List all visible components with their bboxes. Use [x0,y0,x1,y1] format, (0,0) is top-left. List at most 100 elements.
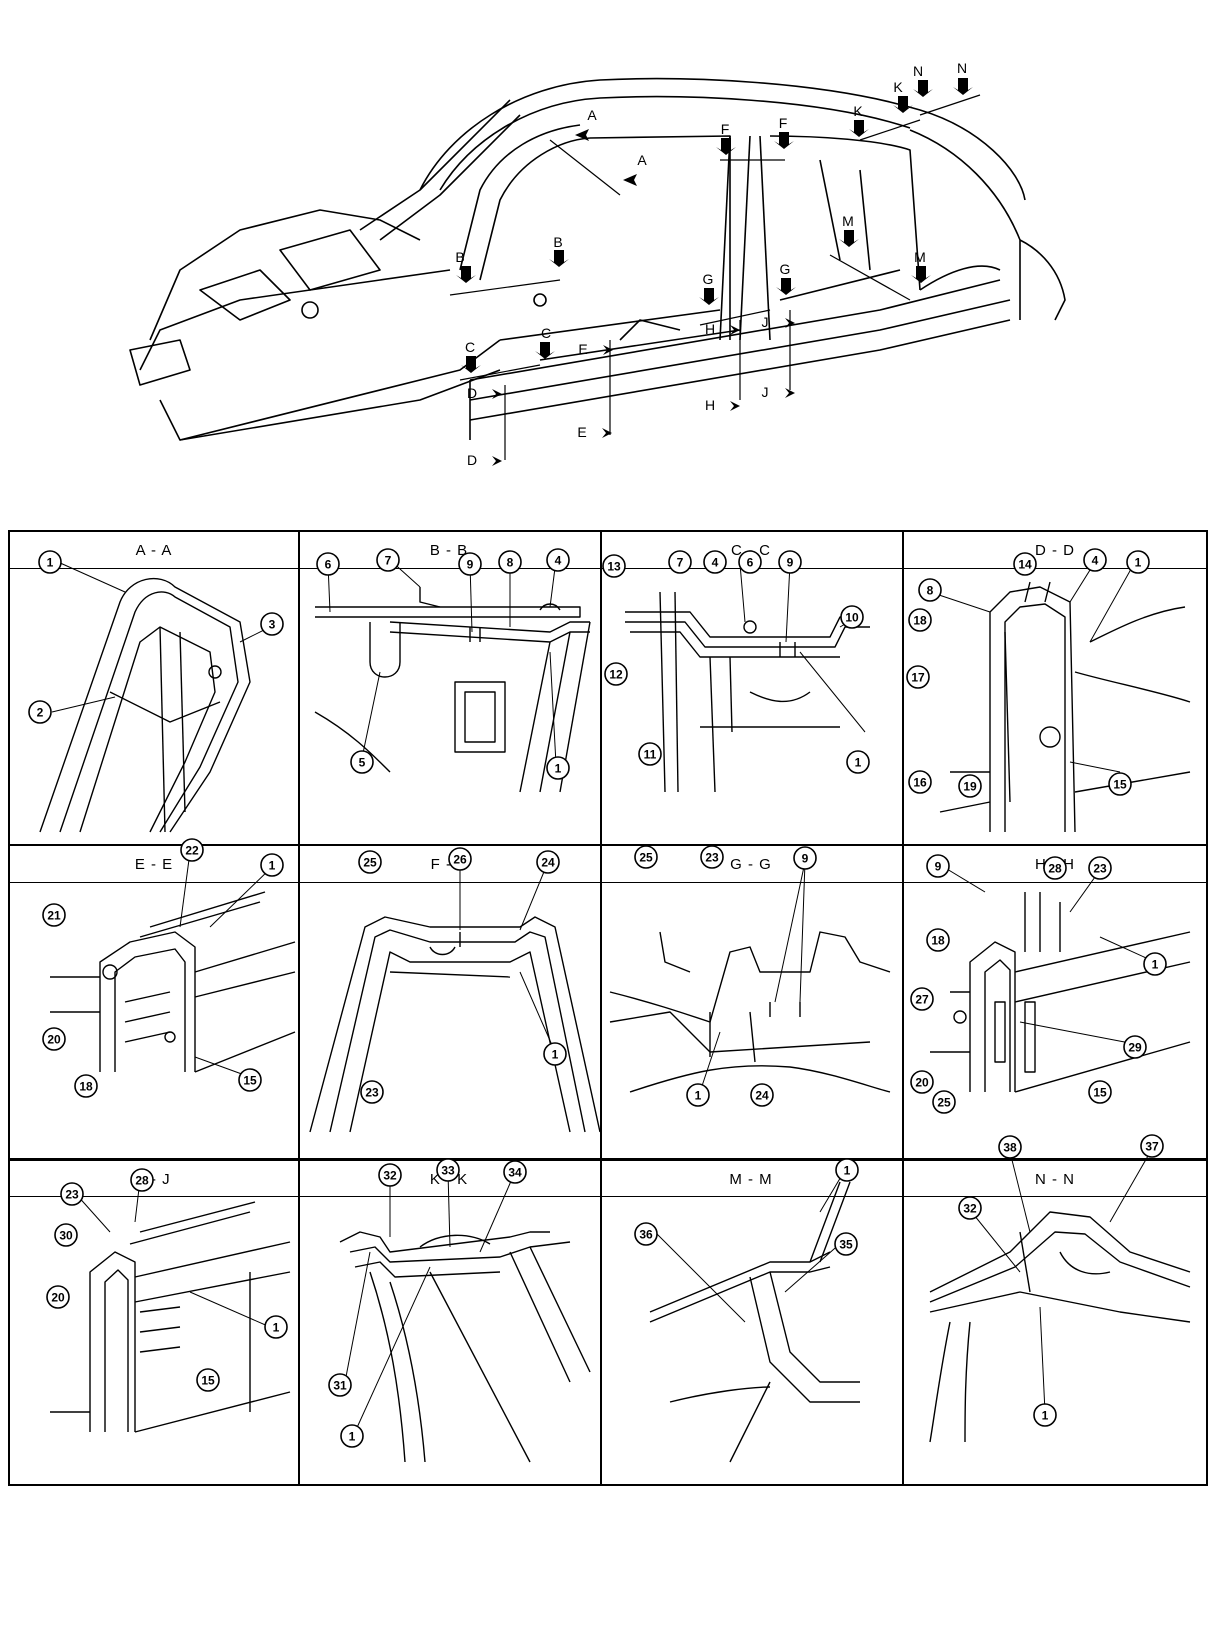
callout-d-d-8: 8 [918,578,942,602]
svg-text:28: 28 [1048,862,1062,876]
svg-text:20: 20 [47,1033,61,1047]
section-marker-c1: C [465,339,475,355]
callout-h-h-9: 9 [926,854,950,878]
svg-text:1: 1 [1152,958,1159,972]
callout-d-d-17: 17 [906,665,930,689]
svg-text:13: 13 [607,560,621,574]
callout-a-a-2: 2 [28,700,52,724]
svg-text:15: 15 [201,1374,215,1388]
section-marker-h1: H [705,321,715,337]
callout-m-m-35: 35 [834,1232,858,1256]
callout-h-h-27: 27 [910,987,934,1011]
row2-header-line [10,882,1206,883]
section-marker-k2: K [893,79,903,95]
svg-text:32: 32 [383,1169,397,1183]
callout-d-d-18: 18 [908,608,932,632]
callout-d-d-15: 15 [1108,772,1132,796]
callout-k-k-1: 1 [340,1424,364,1448]
svg-text:31: 31 [333,1379,347,1393]
callout-g-g-24: 24 [750,1083,774,1107]
svg-text:1: 1 [269,859,276,873]
svg-text:17: 17 [911,671,925,685]
callout-f-f-24: 24 [536,850,560,874]
callout-g-g-1: 1 [686,1083,710,1107]
col-separator-2 [600,532,602,1484]
svg-text:1: 1 [855,756,862,770]
section-title-a-a: A - A [135,542,173,559]
section-marker-m1: M [842,213,854,229]
svg-text:35: 35 [839,1238,853,1252]
callout-h-h-1: 1 [1143,952,1167,976]
callout-h-h-18: 18 [926,928,950,952]
callout-m-m-1: 1 [835,1158,859,1182]
callout-a-a-1: 1 [38,550,62,574]
svg-text:36: 36 [639,1228,653,1242]
section-marker-n2: N [957,60,967,76]
svg-text:9: 9 [467,558,474,572]
callout-e-e-20: 20 [42,1027,66,1051]
callout-b-b-6: 6 [316,552,340,576]
svg-text:25: 25 [363,856,377,870]
section-marker-e2: E [577,424,586,440]
callout-h-h-29: 29 [1123,1035,1147,1059]
svg-text:11: 11 [644,748,657,762]
svg-text:9: 9 [802,852,809,866]
svg-text:19: 19 [963,780,977,794]
svg-text:1: 1 [273,1321,280,1335]
callout-n-n-32: 32 [958,1196,982,1220]
callout-e-e-15: 15 [238,1068,262,1092]
section-marker-d2: D [467,452,477,468]
section-marker-c2: C [541,325,551,341]
callout-b-b-4: 4 [546,548,570,572]
callout-h-h-20: 20 [910,1070,934,1094]
svg-text:16: 16 [913,776,927,790]
section-marker-j2: J [762,384,769,400]
callout-b-b-9: 9 [458,552,482,576]
col-separator-3 [902,532,904,1484]
section-marker-e1: E [578,341,587,357]
section-marker-h2: H [705,397,715,413]
svg-text:27: 27 [915,993,929,1007]
callout-k-k-34: 34 [503,1160,527,1184]
row1-separator [10,844,1206,846]
svg-text:3: 3 [269,618,276,632]
section-title-g-g: G - G [730,856,772,873]
svg-text:23: 23 [705,851,719,865]
callout-n-n-1: 1 [1033,1403,1057,1427]
callout-m-m-36: 36 [634,1222,658,1246]
callout-a-a-3: 3 [260,612,284,636]
section-title-n-n: N - N [1035,1171,1075,1188]
callout-d-d-19: 19 [958,774,982,798]
callout-b-b-1: 1 [546,756,570,780]
svg-text:5: 5 [359,756,366,770]
section-title-d-d: D - D [1035,542,1075,559]
section-marker-n1: N [913,63,923,79]
section-marker-g2: G [780,261,791,277]
callout-c-c-6: 6 [738,550,762,574]
callout-b-b-8: 8 [498,550,522,574]
callout-k-k-33: 33 [436,1158,460,1182]
section-marker-f2: F [779,115,788,131]
callout-n-n-37: 37 [1140,1134,1164,1158]
section-marker-k1: K [853,103,863,119]
svg-text:1: 1 [1135,556,1142,570]
svg-text:33: 33 [441,1164,455,1178]
callout-j-j-20: 20 [46,1285,70,1309]
svg-text:29: 29 [1128,1041,1142,1055]
svg-text:1: 1 [1042,1409,1049,1423]
svg-text:1: 1 [552,1048,559,1062]
svg-text:6: 6 [747,556,754,570]
section-title-m-m: M - M [729,1171,773,1188]
svg-text:8: 8 [927,584,934,598]
svg-text:4: 4 [555,554,562,568]
svg-text:23: 23 [1093,862,1107,876]
section-marker-d1: D [467,385,477,401]
svg-text:23: 23 [365,1086,379,1100]
callout-c-c-7: 7 [668,550,692,574]
svg-text:1: 1 [47,556,54,570]
callout-d-d-14: 14 [1013,552,1037,576]
svg-text:7: 7 [677,556,684,570]
callout-j-j-15: 15 [196,1368,220,1392]
row3-header-line [10,1196,1206,1197]
svg-text:20: 20 [915,1076,929,1090]
